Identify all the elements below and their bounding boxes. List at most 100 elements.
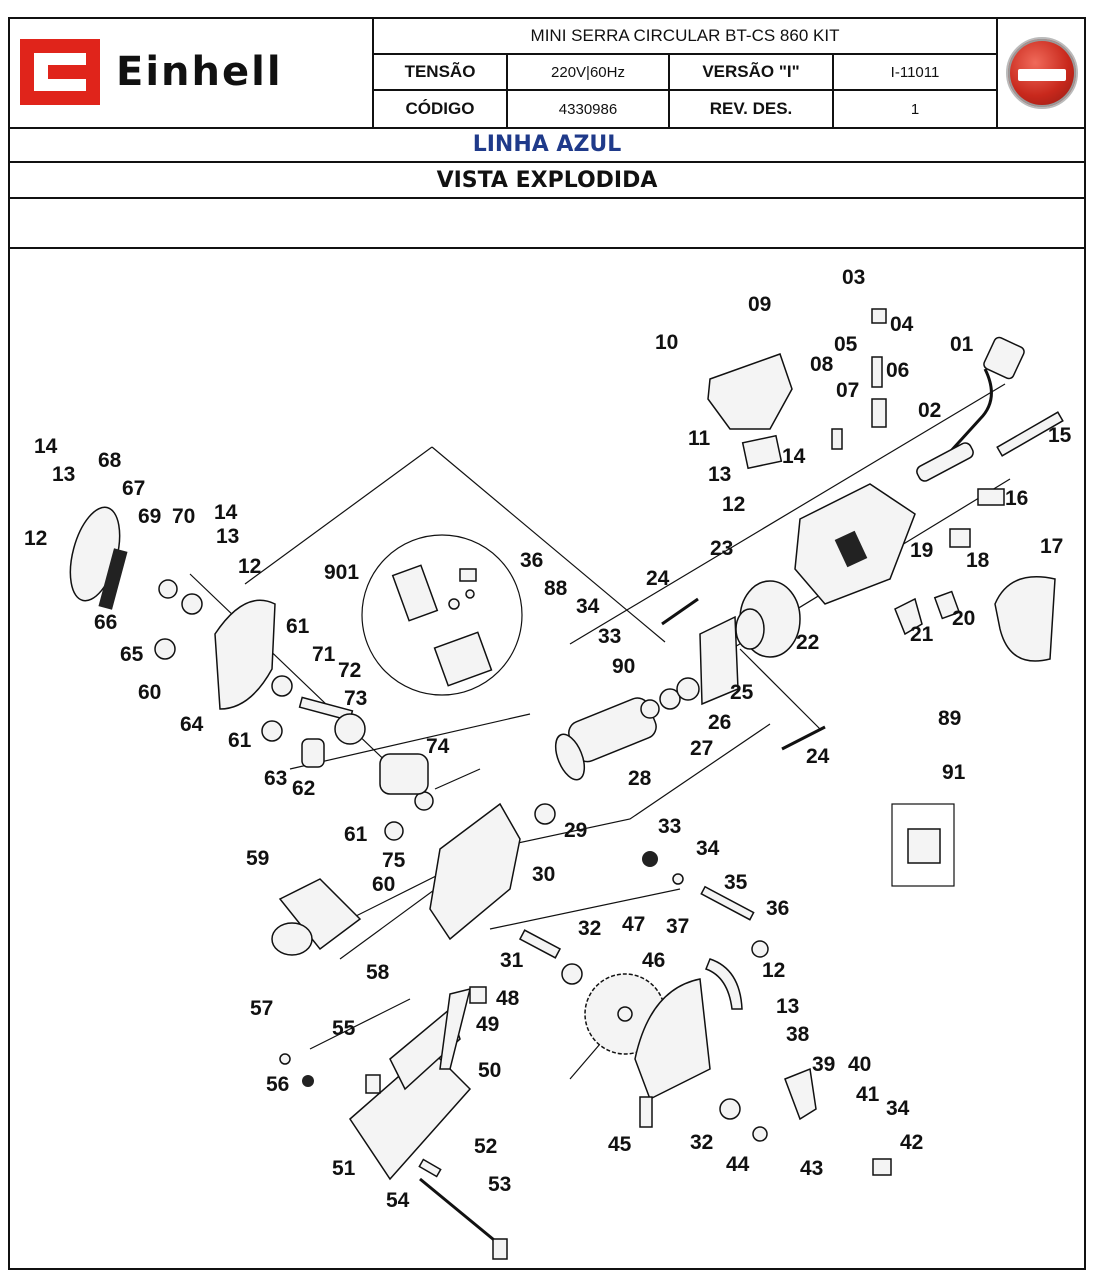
part-label: 60 xyxy=(138,681,161,704)
versao-label: VERSÃO "I" xyxy=(670,55,834,91)
part-label: 31 xyxy=(500,949,524,972)
seal-cell xyxy=(996,19,1086,127)
part-label: 26 xyxy=(708,711,731,734)
parts-geometry xyxy=(69,308,1064,1260)
exploded-view-drawing: 03 04 09 10 05 01 08 06 07 02 11 15 14 1… xyxy=(10,249,1084,1268)
part-label: 56 xyxy=(266,1073,289,1096)
part-label: 62 xyxy=(292,777,315,800)
part-label: 75 xyxy=(382,849,406,872)
part-label: 04 xyxy=(890,313,914,336)
part-label: 63 xyxy=(264,767,287,790)
product-title: MINI SERRA CIRCULAR BT-CS 860 KIT xyxy=(374,19,996,55)
part-label: 25 xyxy=(730,681,754,704)
part-label: 52 xyxy=(474,1135,497,1158)
part-label: 13 xyxy=(52,463,75,486)
part-label: 74 xyxy=(426,735,450,758)
part-label: 53 xyxy=(488,1173,511,1196)
part-label: 40 xyxy=(848,1053,871,1076)
parts-sheet: Einhell MINI SERRA CIRCULAR BT-CS 860 KI… xyxy=(8,17,1086,1270)
part-label: 35 xyxy=(724,871,748,894)
part-label: 11 xyxy=(688,427,711,450)
versao-value: I-11011 xyxy=(834,55,996,91)
part-label: 27 xyxy=(690,737,713,760)
part-91-board xyxy=(907,828,941,864)
view-band: VISTA EXPLODIDA xyxy=(10,163,1084,199)
part-label: 01 xyxy=(950,333,974,356)
part-label: 90 xyxy=(612,655,635,678)
part-label: 32 xyxy=(578,917,601,940)
part-label: 51 xyxy=(332,1157,356,1180)
part-label: 14 xyxy=(34,435,58,458)
part-label: 24 xyxy=(806,745,830,768)
part-label: 57 xyxy=(250,997,273,1020)
part-label: 07 xyxy=(836,379,859,402)
part-label: 46 xyxy=(642,949,665,972)
part-label: 02 xyxy=(918,399,941,422)
part-label: 43 xyxy=(800,1157,823,1180)
part-label: 66 xyxy=(94,611,117,634)
part-901-switch-detail xyxy=(391,564,493,687)
part-label: 33 xyxy=(658,815,681,838)
part-label: 24 xyxy=(646,567,670,590)
part-label: 13 xyxy=(708,463,731,486)
part-label: 67 xyxy=(122,477,145,500)
title-block: Einhell MINI SERRA CIRCULAR BT-CS 860 KI… xyxy=(10,19,1084,129)
part-label: 12 xyxy=(722,493,745,516)
part-label: 50 xyxy=(478,1059,501,1082)
part-label: 32 xyxy=(690,1131,713,1154)
part-label: 23 xyxy=(710,537,733,560)
authorized-service-seal-icon xyxy=(1006,37,1078,109)
part-label: 60 xyxy=(372,873,395,896)
part-label: 28 xyxy=(628,767,652,790)
part-label: 61 xyxy=(344,823,368,846)
part-label: 14 xyxy=(214,501,238,524)
rev-label: REV. DES. xyxy=(670,91,834,127)
part-label: 88 xyxy=(544,577,568,600)
part-label: 901 xyxy=(324,561,359,584)
part-label: 44 xyxy=(726,1153,750,1176)
part-label: 70 xyxy=(172,505,195,528)
part-label: 48 xyxy=(496,987,520,1010)
tensao-value: 220V|60Hz xyxy=(508,55,670,91)
part-label: 16 xyxy=(1005,487,1028,510)
part-label: 39 xyxy=(812,1053,835,1076)
detail-box-91 xyxy=(891,803,955,887)
part-label: 42 xyxy=(900,1131,923,1154)
exploded-view-svg: 03 04 09 10 05 01 08 06 07 02 11 15 14 1… xyxy=(24,266,1072,1260)
part-label: 61 xyxy=(286,615,310,638)
part-label: 30 xyxy=(532,863,555,886)
part-label: 65 xyxy=(120,643,144,666)
part-label: 58 xyxy=(366,961,390,984)
part-label: 38 xyxy=(786,1023,810,1046)
part-label: 41 xyxy=(856,1083,880,1106)
part-label: 73 xyxy=(344,687,367,710)
part-label: 71 xyxy=(312,643,336,666)
part-label: 45 xyxy=(608,1133,632,1156)
part-label: 34 xyxy=(886,1097,910,1120)
part-label: 37 xyxy=(666,915,689,938)
part-label: 36 xyxy=(766,897,789,920)
line-band: LINHA AZUL xyxy=(10,127,1084,163)
part-label: 34 xyxy=(576,595,600,618)
part-label: 68 xyxy=(98,449,122,472)
part-label: 55 xyxy=(332,1017,356,1040)
einhell-logo-icon xyxy=(20,39,100,105)
logo-cell: Einhell xyxy=(10,19,374,127)
codigo-label: CÓDIGO xyxy=(374,91,508,127)
part-label: 08 xyxy=(810,353,834,376)
rev-value: 1 xyxy=(910,100,920,118)
part-label: 15 xyxy=(1048,424,1072,447)
tensao-label: TENSÃO xyxy=(374,55,508,91)
part-label: 18 xyxy=(966,549,990,572)
part-label: 64 xyxy=(180,713,204,736)
part-label: 49 xyxy=(476,1013,499,1036)
detail-circle-901 xyxy=(361,534,523,696)
part-label: 36 xyxy=(520,549,543,572)
part-label: 06 xyxy=(886,359,909,382)
part-label: 17 xyxy=(1040,535,1063,558)
part-label: 29 xyxy=(564,819,587,842)
codigo-value: 4330986 xyxy=(508,91,670,127)
part-label: 09 xyxy=(748,293,771,316)
part-label: 69 xyxy=(138,505,161,528)
part-label: 34 xyxy=(696,837,720,860)
